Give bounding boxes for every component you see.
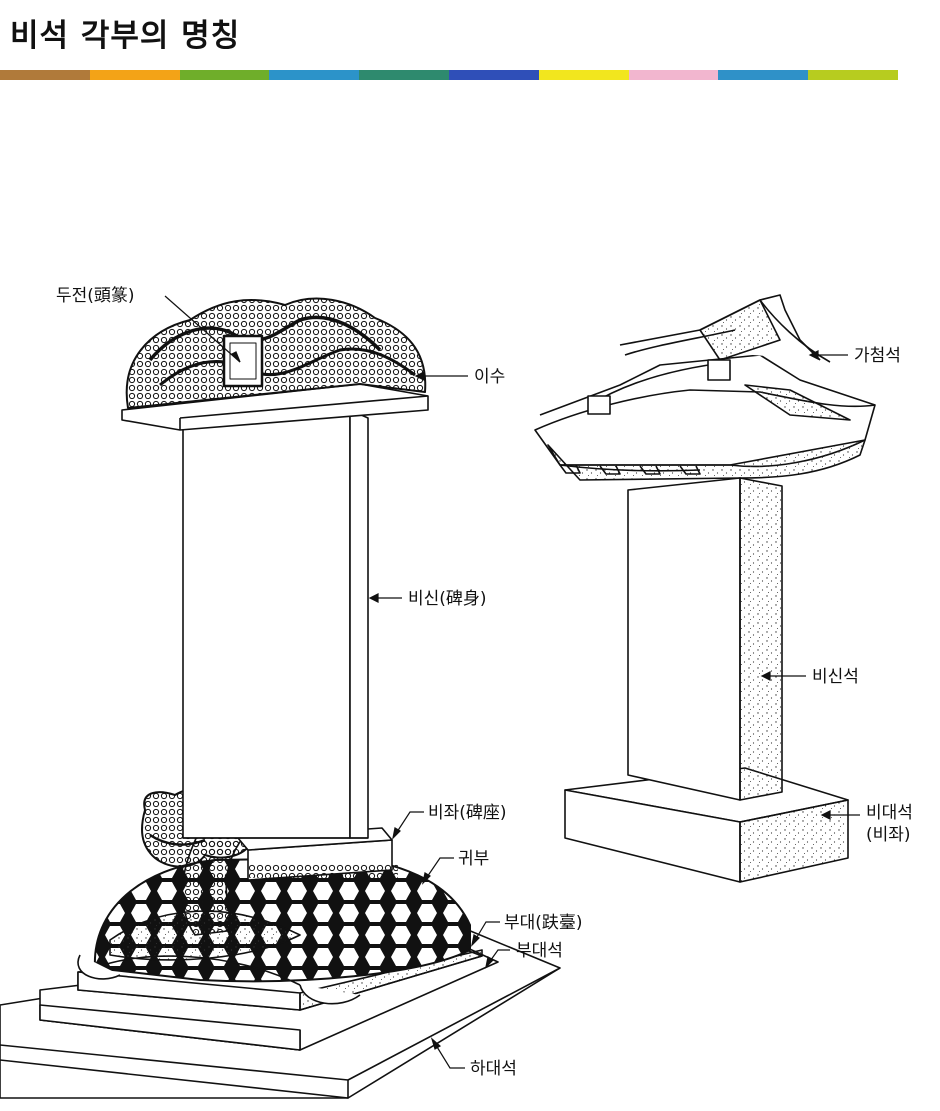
label-bidaeseok: 비대석	[866, 803, 913, 823]
arrow-head-icon	[230, 351, 241, 363]
label-bisin: 비신(碑身)	[408, 589, 487, 609]
stripe-segment	[628, 70, 719, 80]
gwibu-turtle	[77, 788, 471, 1005]
stripe-segment	[538, 70, 629, 80]
arrow-head-icon	[430, 1037, 442, 1050]
arrow-head-icon	[471, 934, 480, 947]
leader-lines	[164, 295, 860, 1069]
arrow-head-icon	[422, 872, 431, 885]
label-bidaeseok-sub: (비좌)	[866, 825, 911, 845]
stripe-segment	[0, 70, 90, 80]
arrow-head-icon	[392, 827, 401, 840]
left-monument	[0, 297, 561, 1099]
label-bisinseok: 비신석	[812, 667, 859, 687]
leader-budae	[473, 921, 500, 943]
label-bijwa: 비좌(碑座)	[428, 803, 507, 823]
label-isu: 이수	[474, 367, 505, 387]
label-gacheomseok: 가첨석	[854, 346, 901, 366]
page-title: 비석 각부의 명칭	[10, 18, 241, 54]
stripe-segment	[89, 70, 180, 80]
stripe-segment	[808, 70, 898, 80]
arrow-head-icon	[808, 350, 819, 360]
dujeon-panel	[222, 334, 264, 388]
arrow-head-icon	[485, 956, 494, 969]
arrow-head-icon	[368, 593, 379, 603]
arrow-head-icon	[414, 371, 425, 381]
labels: 두전(頭篆) 이수 비신(碑身) 비좌(碑座) 귀부 부대(趺臺) 부대석 하대…	[56, 285, 913, 1079]
isu-capstone	[121, 297, 429, 431]
label-gwibu: 귀부	[458, 849, 489, 869]
bijwa-seat	[237, 827, 398, 881]
arrow-head-icon	[760, 671, 771, 681]
stripe-segment	[718, 70, 809, 80]
leader-hadaeseok	[433, 1041, 465, 1069]
leader-bijwa	[394, 811, 424, 836]
stripe-segment	[359, 70, 449, 80]
label-hadaeseok: 하대석	[470, 1059, 517, 1079]
stripe-segment	[179, 70, 270, 80]
color-stripe	[0, 70, 898, 80]
bisinseok-body	[627, 477, 783, 801]
stripe-segment	[269, 70, 360, 80]
bidaeseok-base	[564, 767, 849, 883]
stripe-segment	[448, 70, 539, 80]
bisin-body	[182, 409, 369, 839]
label-budaeseok: 부대석	[516, 941, 563, 961]
leader-dujeon	[164, 295, 241, 363]
arrow-head-icon	[820, 810, 831, 820]
label-dujeon: 두전(頭篆)	[56, 285, 135, 306]
right-monument	[534, 294, 876, 883]
leader-gwibu	[424, 857, 454, 881]
gacheomseok-roof	[534, 294, 876, 481]
label-budae: 부대(趺臺)	[504, 913, 583, 933]
